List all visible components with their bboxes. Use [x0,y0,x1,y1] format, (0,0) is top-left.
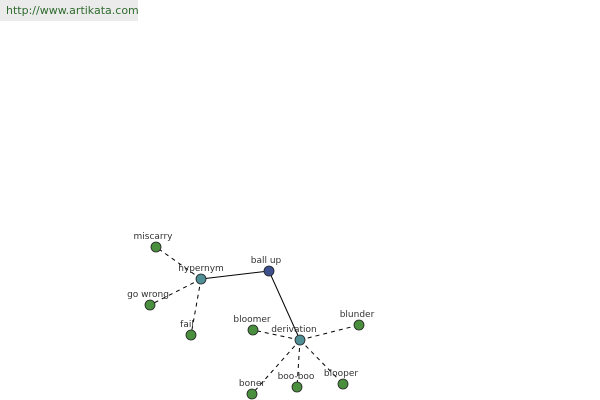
node-label-go-wrong[interactable]: go wrong [127,290,169,300]
node-ball-up[interactable]: ball up [251,256,282,277]
node-derivation[interactable]: derivation [271,325,317,346]
node-label-fail[interactable]: fail [180,320,194,330]
nodes-layer: ball up hypernym derivation miscarry go wron… [127,232,375,400]
edge-derivation-to-blunder [299,324,360,341]
edge-hypernym-to-go-wrong [149,278,202,306]
node-marker-boner[interactable] [246,388,258,400]
node-marker-miscarry[interactable] [150,241,162,253]
node-bloomer[interactable]: bloomer [233,315,271,336]
node-label-ball-up[interactable]: ball up [251,256,282,266]
edge-derivation-to-bloomer [252,329,301,341]
node-label-bloomer[interactable]: bloomer [233,315,271,325]
node-boo-boo[interactable]: boo-boo [278,372,315,393]
node-marker-ball-up[interactable] [263,265,275,277]
node-marker-go-wrong[interactable] [144,299,156,311]
node-label-blunder[interactable]: blunder [340,310,375,320]
edge-ball-up-to-derivation [268,270,301,341]
node-marker-boo-boo[interactable] [291,381,303,393]
edges-layer [149,246,360,395]
edge-derivation-to-blooper [299,339,344,385]
node-boner[interactable]: boner [239,379,265,400]
node-blunder[interactable]: blunder [340,310,375,331]
node-fail[interactable]: fail [180,320,197,341]
node-marker-hypernym[interactable] [195,273,207,285]
url-bar: http://www.artikata.com [0,0,139,21]
node-label-blooper[interactable]: blooper [324,369,358,379]
node-marker-blooper[interactable] [337,378,349,390]
edge-ball-up-to-hypernym [200,270,270,280]
node-marker-derivation[interactable] [294,334,306,346]
node-hypernym[interactable]: hypernym [178,264,224,285]
node-label-boo-boo[interactable]: boo-boo [278,372,315,382]
node-marker-bloomer[interactable] [247,324,259,336]
node-marker-blunder[interactable] [353,319,365,331]
node-label-miscarry[interactable]: miscarry [134,232,174,242]
node-label-hypernym[interactable]: hypernym [178,264,224,274]
edge-hypernym-to-fail [190,278,202,336]
site-url[interactable]: http://www.artikata.com [6,4,139,17]
node-label-boner[interactable]: boner [239,379,265,389]
node-label-derivation[interactable]: derivation [271,325,317,335]
edge-hypernym-to-miscarry [155,246,202,280]
node-go-wrong[interactable]: go wrong [127,290,169,311]
node-blooper[interactable]: blooper [324,369,358,390]
node-marker-fail[interactable] [185,329,197,341]
node-miscarry[interactable]: miscarry [134,232,174,253]
